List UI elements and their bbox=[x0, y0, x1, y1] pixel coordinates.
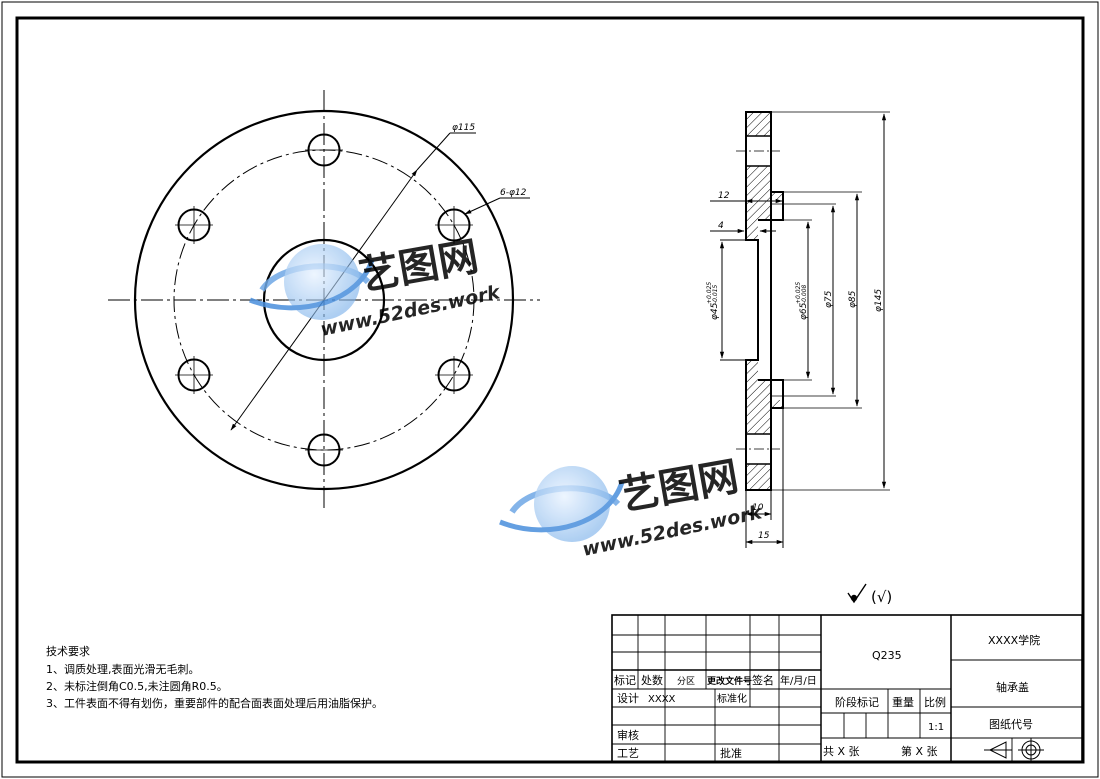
tb-designer: XXXX bbox=[648, 694, 676, 705]
dim-85: φ85 bbox=[848, 290, 858, 308]
tech-req-title: 技术要求 bbox=[46, 645, 90, 658]
tb-review-label: 审核 bbox=[617, 728, 639, 742]
dim-bore-small-tol-lower: -0.015 bbox=[712, 284, 719, 304]
dim-75: φ75 bbox=[824, 290, 834, 308]
tech-req-item-1: 1、调质处理,表面光滑无毛刺。 bbox=[46, 662, 200, 676]
tb-part-name: 轴承盖 bbox=[996, 680, 1029, 694]
tb-header-count: 处数 bbox=[641, 674, 663, 687]
dim-bore-large-tol-lower: -0.008 bbox=[801, 284, 808, 304]
dim-flange-thickness: 10 bbox=[752, 503, 764, 513]
surface-finish-text: (√) bbox=[871, 588, 892, 606]
tb-process-label: 工艺 bbox=[617, 747, 639, 760]
tb-stage-label: 阶段标记 bbox=[835, 695, 879, 709]
section-view bbox=[710, 111, 890, 548]
front-view bbox=[108, 90, 540, 510]
tb-scale-label: 比例 bbox=[924, 695, 946, 709]
tb-sheets-total: 共 X 张 bbox=[823, 745, 860, 758]
dim-overall-width: 15 bbox=[758, 531, 770, 541]
dim-recess-depth: 4 bbox=[718, 221, 724, 231]
tb-sheet-no: 第 X 张 bbox=[901, 744, 938, 758]
watermark-logo-2 bbox=[499, 466, 625, 542]
dim-bore-large-group: φ65 +0.025 -0.008 bbox=[795, 282, 809, 320]
dim-bore-large: φ65 bbox=[799, 302, 809, 320]
tb-header-date: 年/月/日 bbox=[780, 674, 817, 687]
tech-req-item-3: 3、工件表面不得有划伤，重要部件的配合面表面处理后用油脂保护。 bbox=[46, 696, 383, 710]
dim-bore-small-tol-upper: +0.025 bbox=[706, 282, 713, 304]
dim-bore-small-group: φ45 +0.025 -0.015 bbox=[706, 282, 720, 320]
tb-design-label: 设计 bbox=[617, 692, 639, 705]
dim-bolt-circle: φ115 bbox=[452, 123, 475, 133]
tb-weight-label: 重量 bbox=[892, 695, 914, 709]
surface-finish-symbol bbox=[847, 583, 867, 604]
dim-holes: 6-φ12 bbox=[500, 188, 527, 198]
watermark-logo-1 bbox=[249, 244, 375, 320]
dim-thickness-total: 12 bbox=[718, 191, 730, 201]
title-block bbox=[611, 614, 1083, 763]
dim-bore-small: φ45 bbox=[710, 302, 720, 320]
dim-145: φ145 bbox=[874, 289, 884, 312]
tb-header-mark: 标记 bbox=[614, 673, 636, 687]
tb-school: XXXX学院 bbox=[988, 633, 1040, 647]
tb-drawing-no-label: 图纸代号 bbox=[989, 718, 1033, 731]
dim-bore-large-tol-upper: +0.025 bbox=[795, 282, 802, 304]
tb-standard-label: 标准化 bbox=[717, 692, 747, 705]
tb-scale-value: 1:1 bbox=[928, 722, 944, 733]
projection-symbol bbox=[984, 738, 1044, 762]
tech-req-item-2: 2、未标注倒角C0.5,未注圆角R0.5。 bbox=[46, 679, 228, 693]
tb-approve-label: 批准 bbox=[720, 746, 742, 760]
tb-material: Q235 bbox=[872, 649, 902, 662]
inner-frame bbox=[15, 16, 1085, 764]
tb-header-zone: 分区 bbox=[677, 676, 695, 687]
tb-header-sign: 签名 bbox=[752, 673, 774, 687]
tb-header-change-doc: 更改文件号 bbox=[707, 675, 752, 687]
flange-outline bbox=[133, 109, 515, 491]
